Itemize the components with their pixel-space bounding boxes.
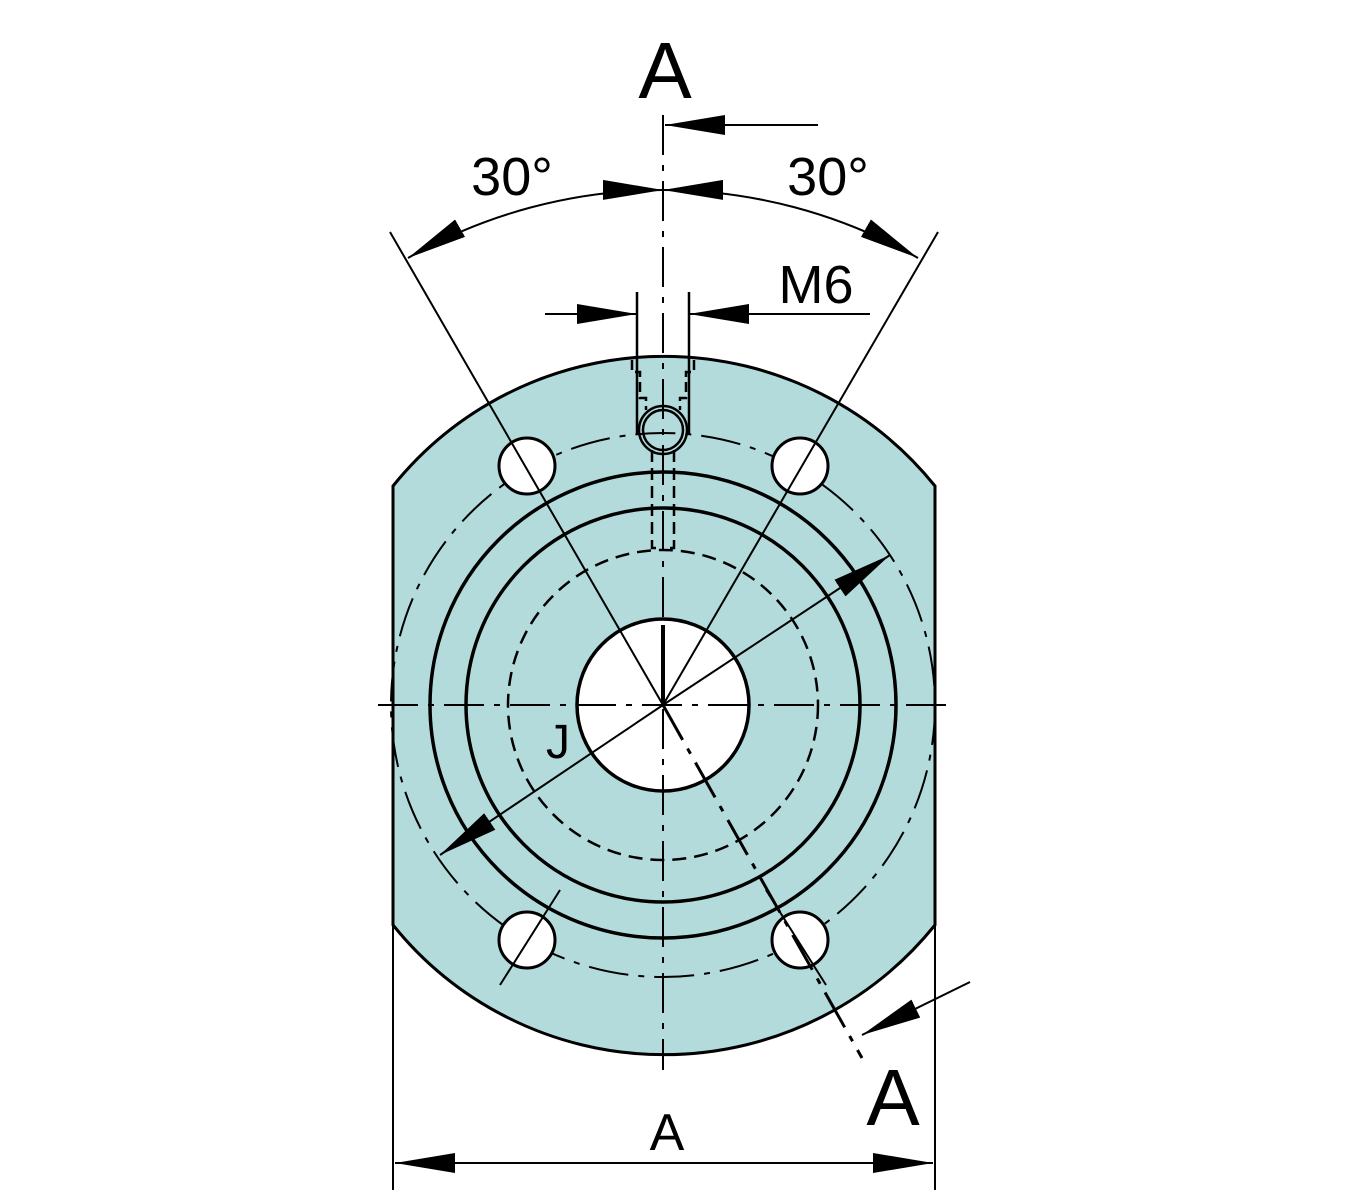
bolt-hole <box>770 910 830 970</box>
diameter-label: J <box>546 716 570 769</box>
diameter-dim <box>662 554 891 706</box>
angle-label-right: 30° <box>787 147 869 207</box>
bolt-hole <box>497 436 557 496</box>
bolt-hole <box>770 436 830 496</box>
width-label: A <box>650 1104 685 1162</box>
diameter-dim-lower <box>439 704 664 856</box>
section-arrow-bottom <box>861 981 971 1036</box>
bolt-holes <box>497 436 830 970</box>
bolt-hole <box>497 910 557 970</box>
thread-label: M6 <box>778 255 853 315</box>
angle-dim-right <box>602 179 919 259</box>
angle-label-left: 30° <box>471 147 553 207</box>
centerlines <box>378 115 952 1070</box>
section-label-top: A <box>638 26 692 115</box>
section-label-bottom: A <box>866 1053 920 1142</box>
